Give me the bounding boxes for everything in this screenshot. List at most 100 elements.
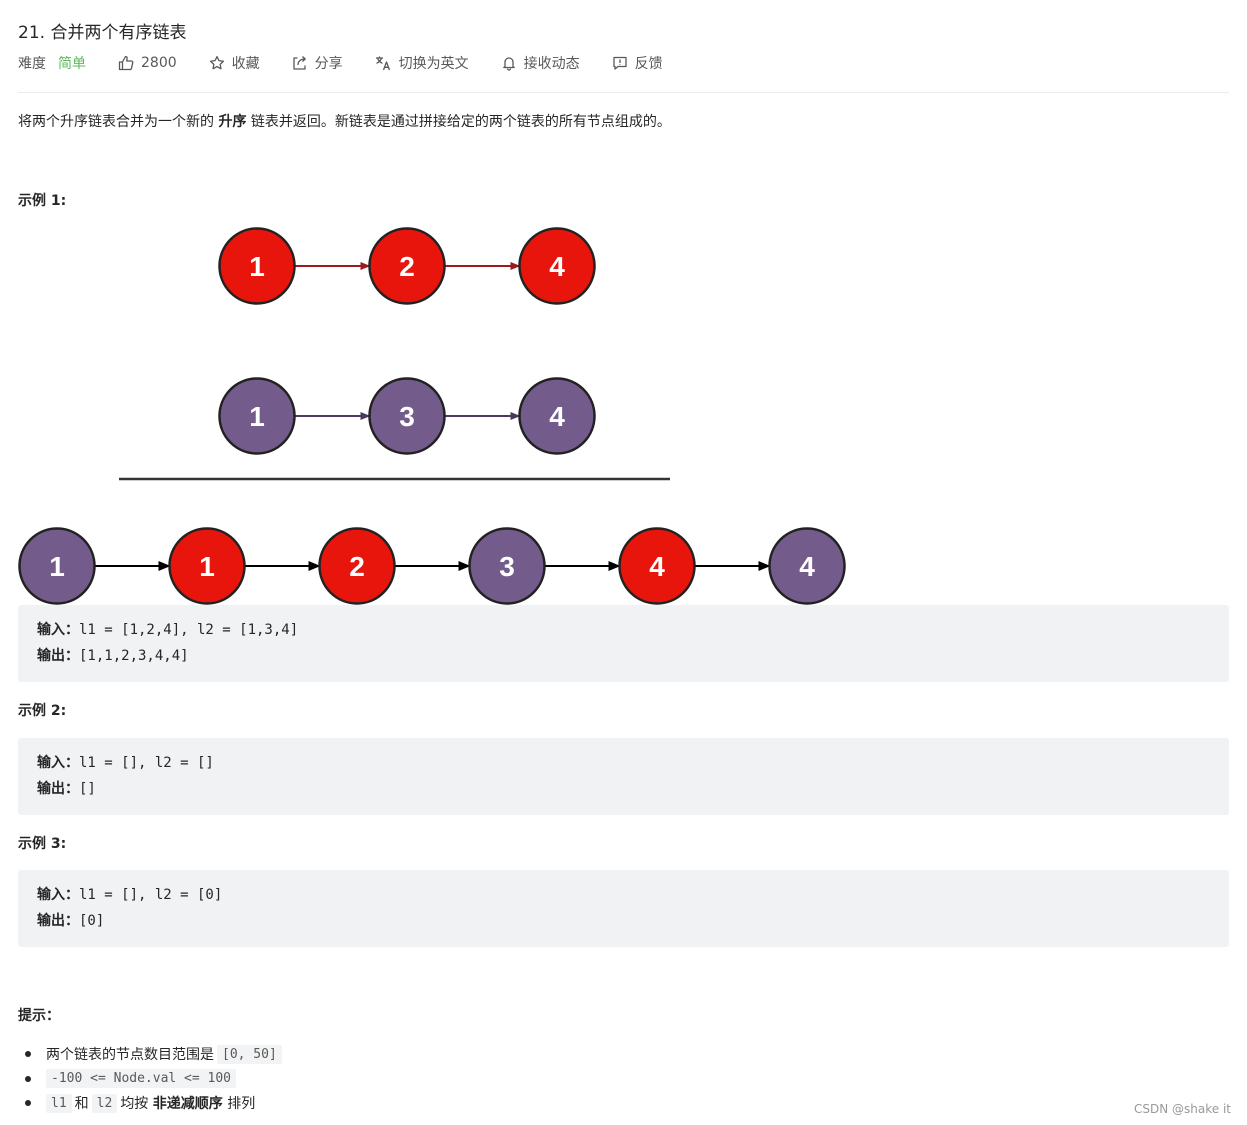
output-value: [1,1,2,3,4,4]	[79, 648, 189, 664]
constraint-code: [0, 50]	[217, 1044, 282, 1064]
share-button[interactable]: 分享	[292, 53, 343, 73]
subscribe-button[interactable]: 接收动态	[501, 53, 580, 73]
example-1-heading: 示例 1:	[18, 193, 67, 209]
node-circle	[768, 527, 846, 605]
node-circle	[618, 527, 696, 605]
constraint-code: l1	[46, 1093, 72, 1113]
difficulty-label: 难度	[18, 56, 46, 72]
merged-list-node: 1	[18, 527, 96, 605]
constraint-code: l2	[91, 1093, 118, 1113]
node-circle	[218, 227, 296, 305]
problem-meta-bar: 难度 简单 2800 收藏 分享 切换为英文 接收动态 反馈	[18, 52, 695, 74]
node-circle	[518, 377, 596, 455]
example-2-heading: 示例 2:	[18, 703, 67, 719]
list-2: 1 3 4	[218, 377, 596, 455]
example-2-codeblock: 输入：l1 = [], l2 = [] 输出：[]	[18, 738, 1229, 815]
constraint-text: 两个链表的节点数目范围是	[46, 1047, 214, 1064]
constraint-text: 排列	[227, 1096, 256, 1113]
node-circle	[368, 377, 446, 455]
example-3-output: 输出：[0]	[37, 910, 104, 930]
node-value: 4	[549, 251, 565, 282]
constraint-item: 两个链表的节点数目范围是 [0, 50]	[25, 1042, 285, 1067]
merged-list-node: 4	[618, 527, 696, 605]
input-value: l1 = [], l2 = [0]	[79, 887, 223, 903]
favorite-label: 收藏	[231, 56, 260, 72]
share-icon	[292, 56, 306, 70]
node-value: 1	[249, 251, 265, 282]
constraint-text: 和	[74, 1096, 89, 1113]
share-label: 分享	[314, 56, 343, 72]
constraints-heading: 提示：	[18, 1008, 60, 1024]
node-value: 2	[399, 251, 415, 282]
description-bold: 升序	[218, 114, 247, 130]
subscribe-label: 接收动态	[523, 56, 580, 72]
constraint-bold: 非递减顺序	[152, 1096, 223, 1113]
watermark: CSDN @shake it	[1134, 1102, 1231, 1116]
feedback-button[interactable]: 反馈	[612, 53, 663, 73]
constraint-item: l1 和 l2 均按 非递减顺序 排列	[25, 1091, 285, 1116]
node-value: 1	[249, 401, 265, 432]
star-icon	[209, 55, 224, 70]
list-2-node: 1	[218, 377, 296, 455]
node-value: 3	[399, 401, 415, 432]
constraint-code: -100 <= Node.val <= 100	[46, 1069, 237, 1089]
list-1: 1 2 4	[218, 227, 596, 305]
feedback-icon	[612, 56, 627, 70]
linked-list-merge-diagram: 1 2 4 1 3 4 1 1 2 3 4 4	[18, 227, 846, 605]
example-1-codeblock: 输入：l1 = [1,2,4], l2 = [1,3,4] 输出：[1,1,2,…	[18, 605, 1229, 682]
list-2-node: 3	[368, 377, 446, 455]
example-1-input: 输入：l1 = [1,2,4], l2 = [1,3,4]	[37, 619, 298, 639]
node-value: 4	[649, 551, 665, 582]
difficulty-value: 简单	[58, 56, 86, 72]
favorite-button[interactable]: 收藏	[209, 53, 260, 73]
bell-icon	[502, 57, 515, 71]
node-circle	[18, 527, 96, 605]
node-value: 3	[499, 551, 515, 582]
list-1-node: 2	[368, 227, 446, 305]
switch-language-button[interactable]: 切换为英文	[375, 53, 469, 73]
example-3-heading: 示例 3:	[18, 836, 67, 852]
input-label: 输入：	[37, 887, 79, 903]
problem-description: 将两个升序链表合并为一个新的 升序 链表并返回。新链表是通过拼接给定的两个链表的…	[18, 111, 671, 131]
constraint-item: -100 <= Node.val <= 100	[25, 1067, 285, 1092]
merged-list-node: 4	[768, 527, 846, 605]
like-button[interactable]: 2800	[118, 55, 177, 71]
output-label: 输出：	[37, 781, 79, 797]
node-value: 1	[49, 551, 65, 582]
output-value: [0]	[79, 913, 105, 929]
node-value: 4	[549, 401, 565, 432]
list-1-node: 1	[218, 227, 296, 305]
output-label: 输出：	[37, 913, 79, 929]
switch-language-label: 切换为英文	[398, 56, 469, 72]
node-circle	[518, 227, 596, 305]
input-label: 输入：	[37, 755, 79, 771]
example-2-input: 输入：l1 = [], l2 = []	[37, 752, 214, 772]
like-count: 2800	[141, 55, 177, 71]
node-circle	[368, 227, 446, 305]
node-circle	[468, 527, 546, 605]
constraints-list: 两个链表的节点数目范围是 [0, 50] -100 <= Node.val <=…	[25, 1042, 285, 1116]
list-1-node: 4	[518, 227, 596, 305]
example-1-output: 输出：[1,1,2,3,4,4]	[37, 645, 189, 665]
problem-title: 21. 合并两个有序链表	[18, 23, 187, 43]
node-value: 2	[349, 551, 365, 582]
output-label: 输出：	[37, 648, 79, 664]
merged-list-node: 2	[318, 527, 396, 605]
list-2-node: 4	[518, 377, 596, 455]
example-3-input: 输入：l1 = [], l2 = [0]	[37, 884, 222, 904]
merged-list-node: 3	[468, 527, 546, 605]
node-circle	[318, 527, 396, 605]
input-value: l1 = [], l2 = []	[79, 755, 214, 771]
output-value: []	[79, 781, 96, 797]
input-label: 输入：	[37, 622, 79, 638]
example-2-output: 输出：[]	[37, 778, 96, 798]
constraint-text: 均按	[120, 1096, 149, 1113]
header-divider	[18, 92, 1229, 93]
input-value: l1 = [1,2,4], l2 = [1,3,4]	[79, 622, 299, 638]
translate-icon	[375, 56, 390, 71]
node-circle	[168, 527, 246, 605]
feedback-label: 反馈	[634, 56, 663, 72]
description-text-before: 将两个升序链表合并为一个新的	[18, 114, 219, 130]
node-value: 4	[799, 551, 815, 582]
